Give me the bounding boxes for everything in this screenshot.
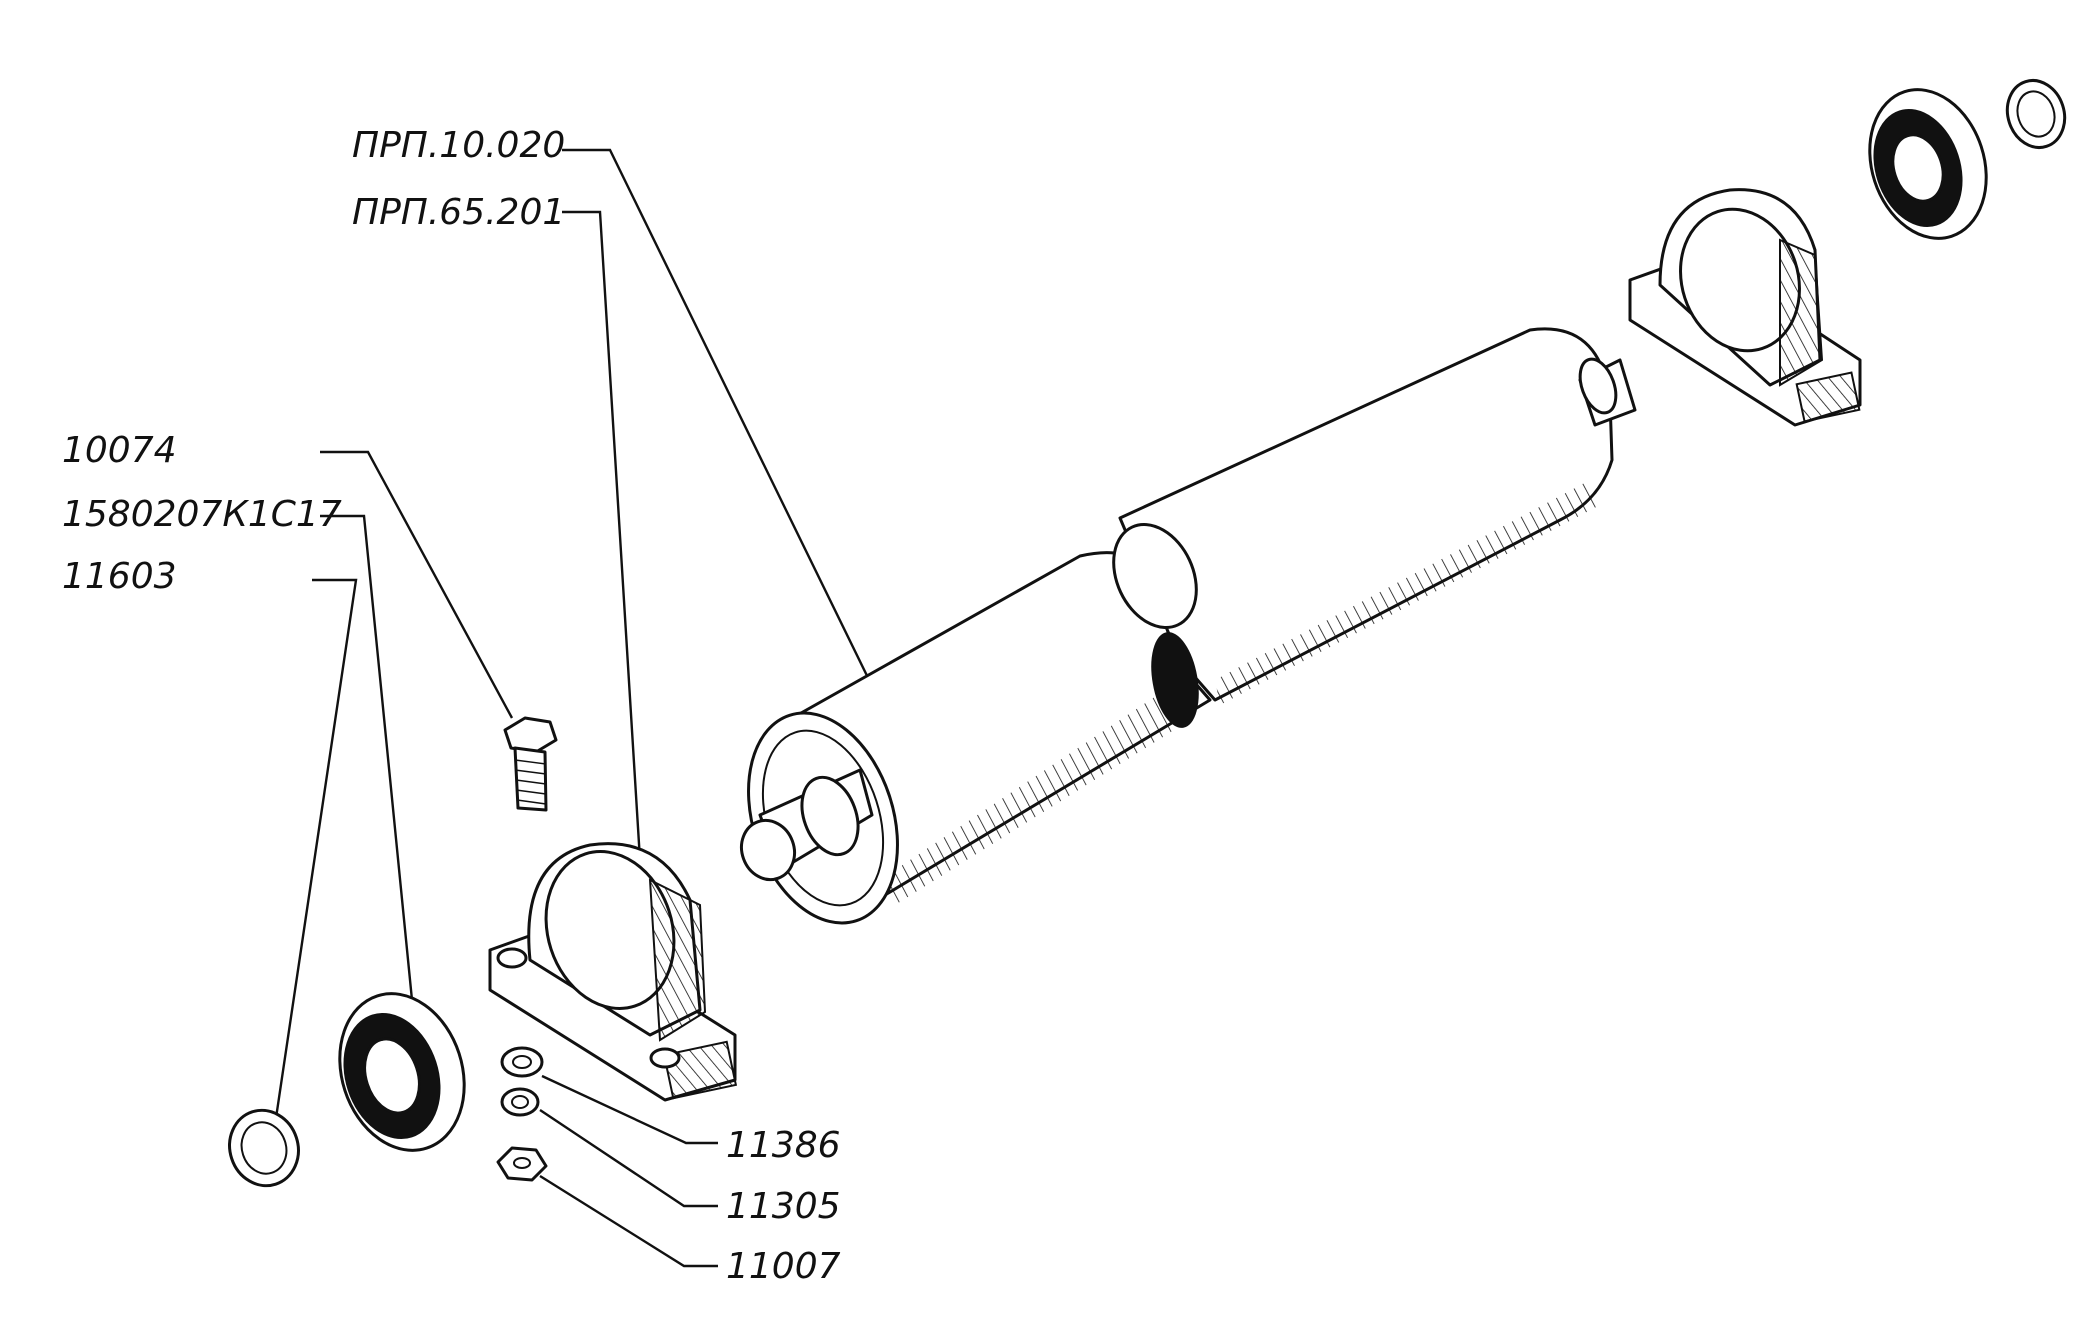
- label-prp-10-020: ПРП.10.020: [352, 125, 565, 166]
- part-labels: ПРП.10.020 ПРП.65.201 10074 1580207К1С17…: [62, 125, 841, 1287]
- leader-11386: [541, 1074, 718, 1145]
- flat-washer: [500, 1046, 544, 1078]
- roller-right-shaft-end: [1578, 357, 1618, 415]
- spring-washer-outer: [500, 1087, 540, 1117]
- leader-prp-65-201: [562, 210, 642, 861]
- hex-nut: [496, 1146, 548, 1182]
- roller-middle-joint-bottom: [1151, 632, 1199, 728]
- left-housing-foot-shade: [662, 1040, 738, 1100]
- left-snap-ring: [228, 1108, 300, 1188]
- right-housing-side-shade: [1779, 238, 1824, 387]
- leader-10074: [320, 450, 514, 719]
- left-snap-ring-outer: [228, 1108, 300, 1188]
- hex-bolt-thread: [514, 759, 547, 805]
- right-housing-foot-shade: [1795, 371, 1861, 423]
- right-snap-ring: [2005, 79, 2067, 149]
- right-bearing-inner: [1891, 133, 1945, 203]
- hex-bolt: [503, 716, 558, 812]
- leader-11603: [274, 578, 358, 1119]
- hex-nut-body: [496, 1146, 548, 1182]
- hex-nut-hole: [513, 1157, 531, 1169]
- spring-washer: [500, 1087, 540, 1117]
- right-ball-bearing: [1868, 88, 1988, 240]
- label-1580207k1c17: 1580207К1С17: [62, 494, 342, 535]
- leader-11305: [539, 1109, 718, 1208]
- left-housing-side-shade: [648, 878, 707, 1042]
- left-housing-bolt-hole: [496, 947, 528, 969]
- roller-middle-joint-top: [1112, 522, 1198, 630]
- leader-11007: [539, 1174, 718, 1268]
- leader-lines: [274, 148, 875, 1268]
- right-snap-ring-inner: [2016, 90, 2056, 138]
- label-11305: 11305: [726, 1186, 841, 1227]
- right-snap-ring-outer: [2005, 79, 2067, 149]
- left-snap-ring-inner: [240, 1121, 288, 1175]
- right-bearing-housing: [1628, 188, 1862, 427]
- label-prp-65-201: ПРП.65.201: [352, 192, 565, 233]
- roller-right-half-shade: [1215, 480, 1600, 705]
- roller-tube: [740, 327, 1637, 925]
- leader-prp-10-020: [562, 148, 875, 689]
- leader-1580207k1c17: [320, 514, 414, 1001]
- spring-washer-inner: [511, 1095, 529, 1109]
- left-bearing-inner: [363, 1037, 421, 1115]
- roller-left-shaft-end: [740, 818, 796, 882]
- flat-washer-outer: [500, 1046, 544, 1078]
- label-11386: 11386: [726, 1125, 841, 1166]
- hex-bolt-head: [503, 716, 558, 754]
- left-ball-bearing: [338, 992, 466, 1152]
- label-10074: 10074: [62, 430, 177, 471]
- left-bearing-housing: [488, 842, 738, 1102]
- flat-washer-inner: [512, 1055, 532, 1069]
- label-11603: 11603: [62, 556, 177, 597]
- left-housing-bolt-hole-2: [649, 1047, 681, 1069]
- label-11007: 11007: [726, 1246, 841, 1287]
- roller-left-shaft-collar: [800, 775, 860, 857]
- roller-left-half-shade: [880, 690, 1190, 905]
